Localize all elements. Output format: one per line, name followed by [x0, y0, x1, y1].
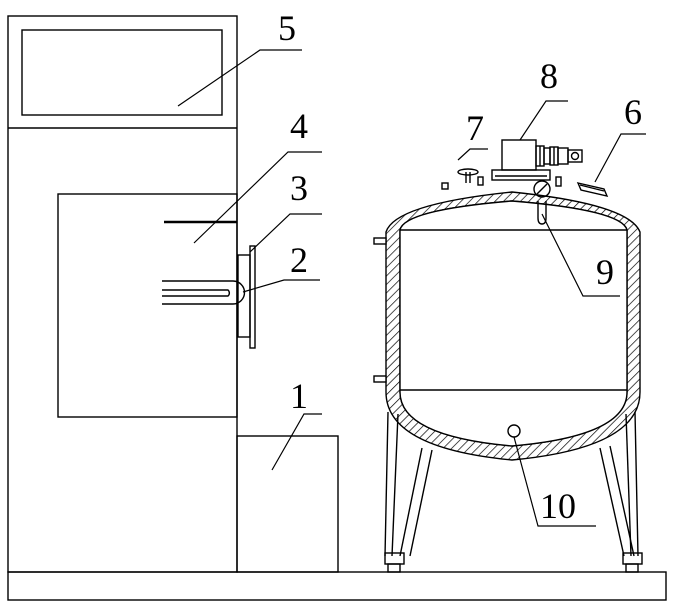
lid-fittings	[441, 169, 562, 190]
motor-gearbox	[501, 139, 537, 171]
left-foot	[384, 552, 405, 565]
label-7: 7	[466, 108, 484, 148]
motor-body	[557, 147, 569, 165]
leader-8	[519, 100, 568, 141]
tank-legs	[384, 411, 643, 573]
display-screen	[21, 29, 223, 116]
u-heater	[162, 280, 246, 305]
leader-4	[193, 151, 322, 244]
label-8: 8	[540, 56, 558, 96]
leader-5	[177, 49, 302, 107]
inner-vessel	[399, 200, 628, 447]
leader-2	[242, 279, 320, 293]
cabinet	[7, 15, 339, 573]
leader-10	[513, 436, 596, 527]
lower-box	[236, 435, 339, 573]
leader-6	[594, 133, 646, 183]
manhole	[576, 182, 609, 197]
stirrer-motor	[501, 139, 583, 171]
bracket-plate-flange	[249, 245, 256, 349]
label-9: 9	[596, 252, 614, 292]
label-10: 10	[540, 486, 576, 526]
label-4: 4	[290, 106, 308, 146]
bracket-plate	[237, 245, 256, 349]
cabinet-body	[7, 15, 238, 573]
vent-valve	[457, 168, 479, 183]
leader-lines	[177, 49, 646, 527]
base-plate	[7, 571, 667, 601]
right-foot	[622, 552, 643, 565]
leader-1	[271, 413, 322, 471]
label-3: 3	[290, 168, 308, 208]
side-door-panel	[57, 193, 238, 418]
label-2: 2	[290, 240, 308, 280]
lower-nozzle	[373, 375, 387, 383]
label-6: 6	[624, 92, 642, 132]
leader-3	[249, 213, 322, 253]
label-1: 1	[290, 376, 308, 416]
upper-nozzle	[373, 237, 387, 245]
label-5: 5	[278, 8, 296, 48]
leader-7	[457, 148, 488, 161]
leader-9	[541, 213, 620, 297]
gauge	[533, 180, 551, 225]
